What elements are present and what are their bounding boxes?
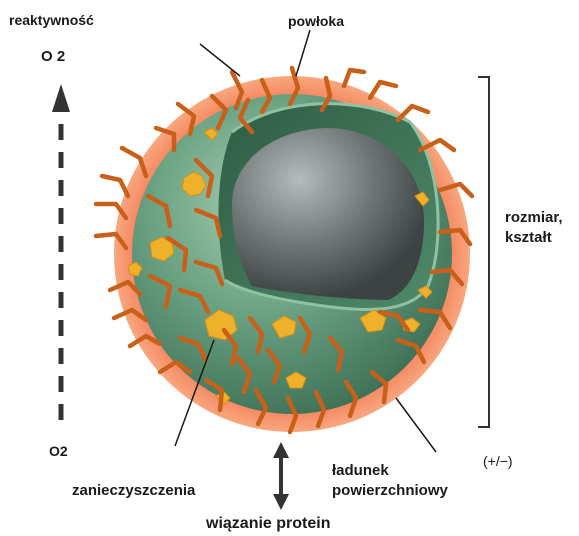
ligand-chain (370, 82, 396, 98)
surface-charge-line1: ładunek (332, 461, 448, 481)
coating-label: powłoka (288, 13, 344, 29)
surface-charge-leader (396, 398, 436, 452)
ligand-chain (102, 176, 128, 196)
size-shape-line2: kształt (505, 228, 563, 248)
reactivity-label: reaktywność (9, 12, 94, 28)
protein-arrow-down-head (273, 494, 289, 510)
charge-sign-label: (+/−) (483, 453, 513, 469)
reactivity-arrow-head (52, 84, 70, 112)
surface-charge-label: ładunek powierzchniowy (332, 461, 448, 501)
coating-leader-2 (296, 30, 310, 76)
coating-leader (200, 44, 240, 76)
protein-arrow-up-head (273, 442, 289, 458)
reactivity-arrow (52, 84, 70, 420)
protein-binding-arrow (273, 442, 289, 510)
surface-charge-line2: powierzchniowy (332, 481, 448, 501)
protein-binding-label: wiązanie protein (206, 515, 330, 533)
size-shape-line1: rozmiar, (505, 208, 563, 228)
ligand-chain (344, 70, 364, 86)
o2-top-label: O 2 (41, 48, 65, 65)
ligand-chain (122, 148, 146, 176)
size-shape-label: rozmiar, kształt (505, 208, 563, 248)
size-bracket (478, 77, 489, 427)
ligand-chain (398, 106, 428, 120)
o2-bottom-label: O2 (49, 443, 68, 459)
impurities-label: zanieczyszczenia (72, 482, 195, 499)
